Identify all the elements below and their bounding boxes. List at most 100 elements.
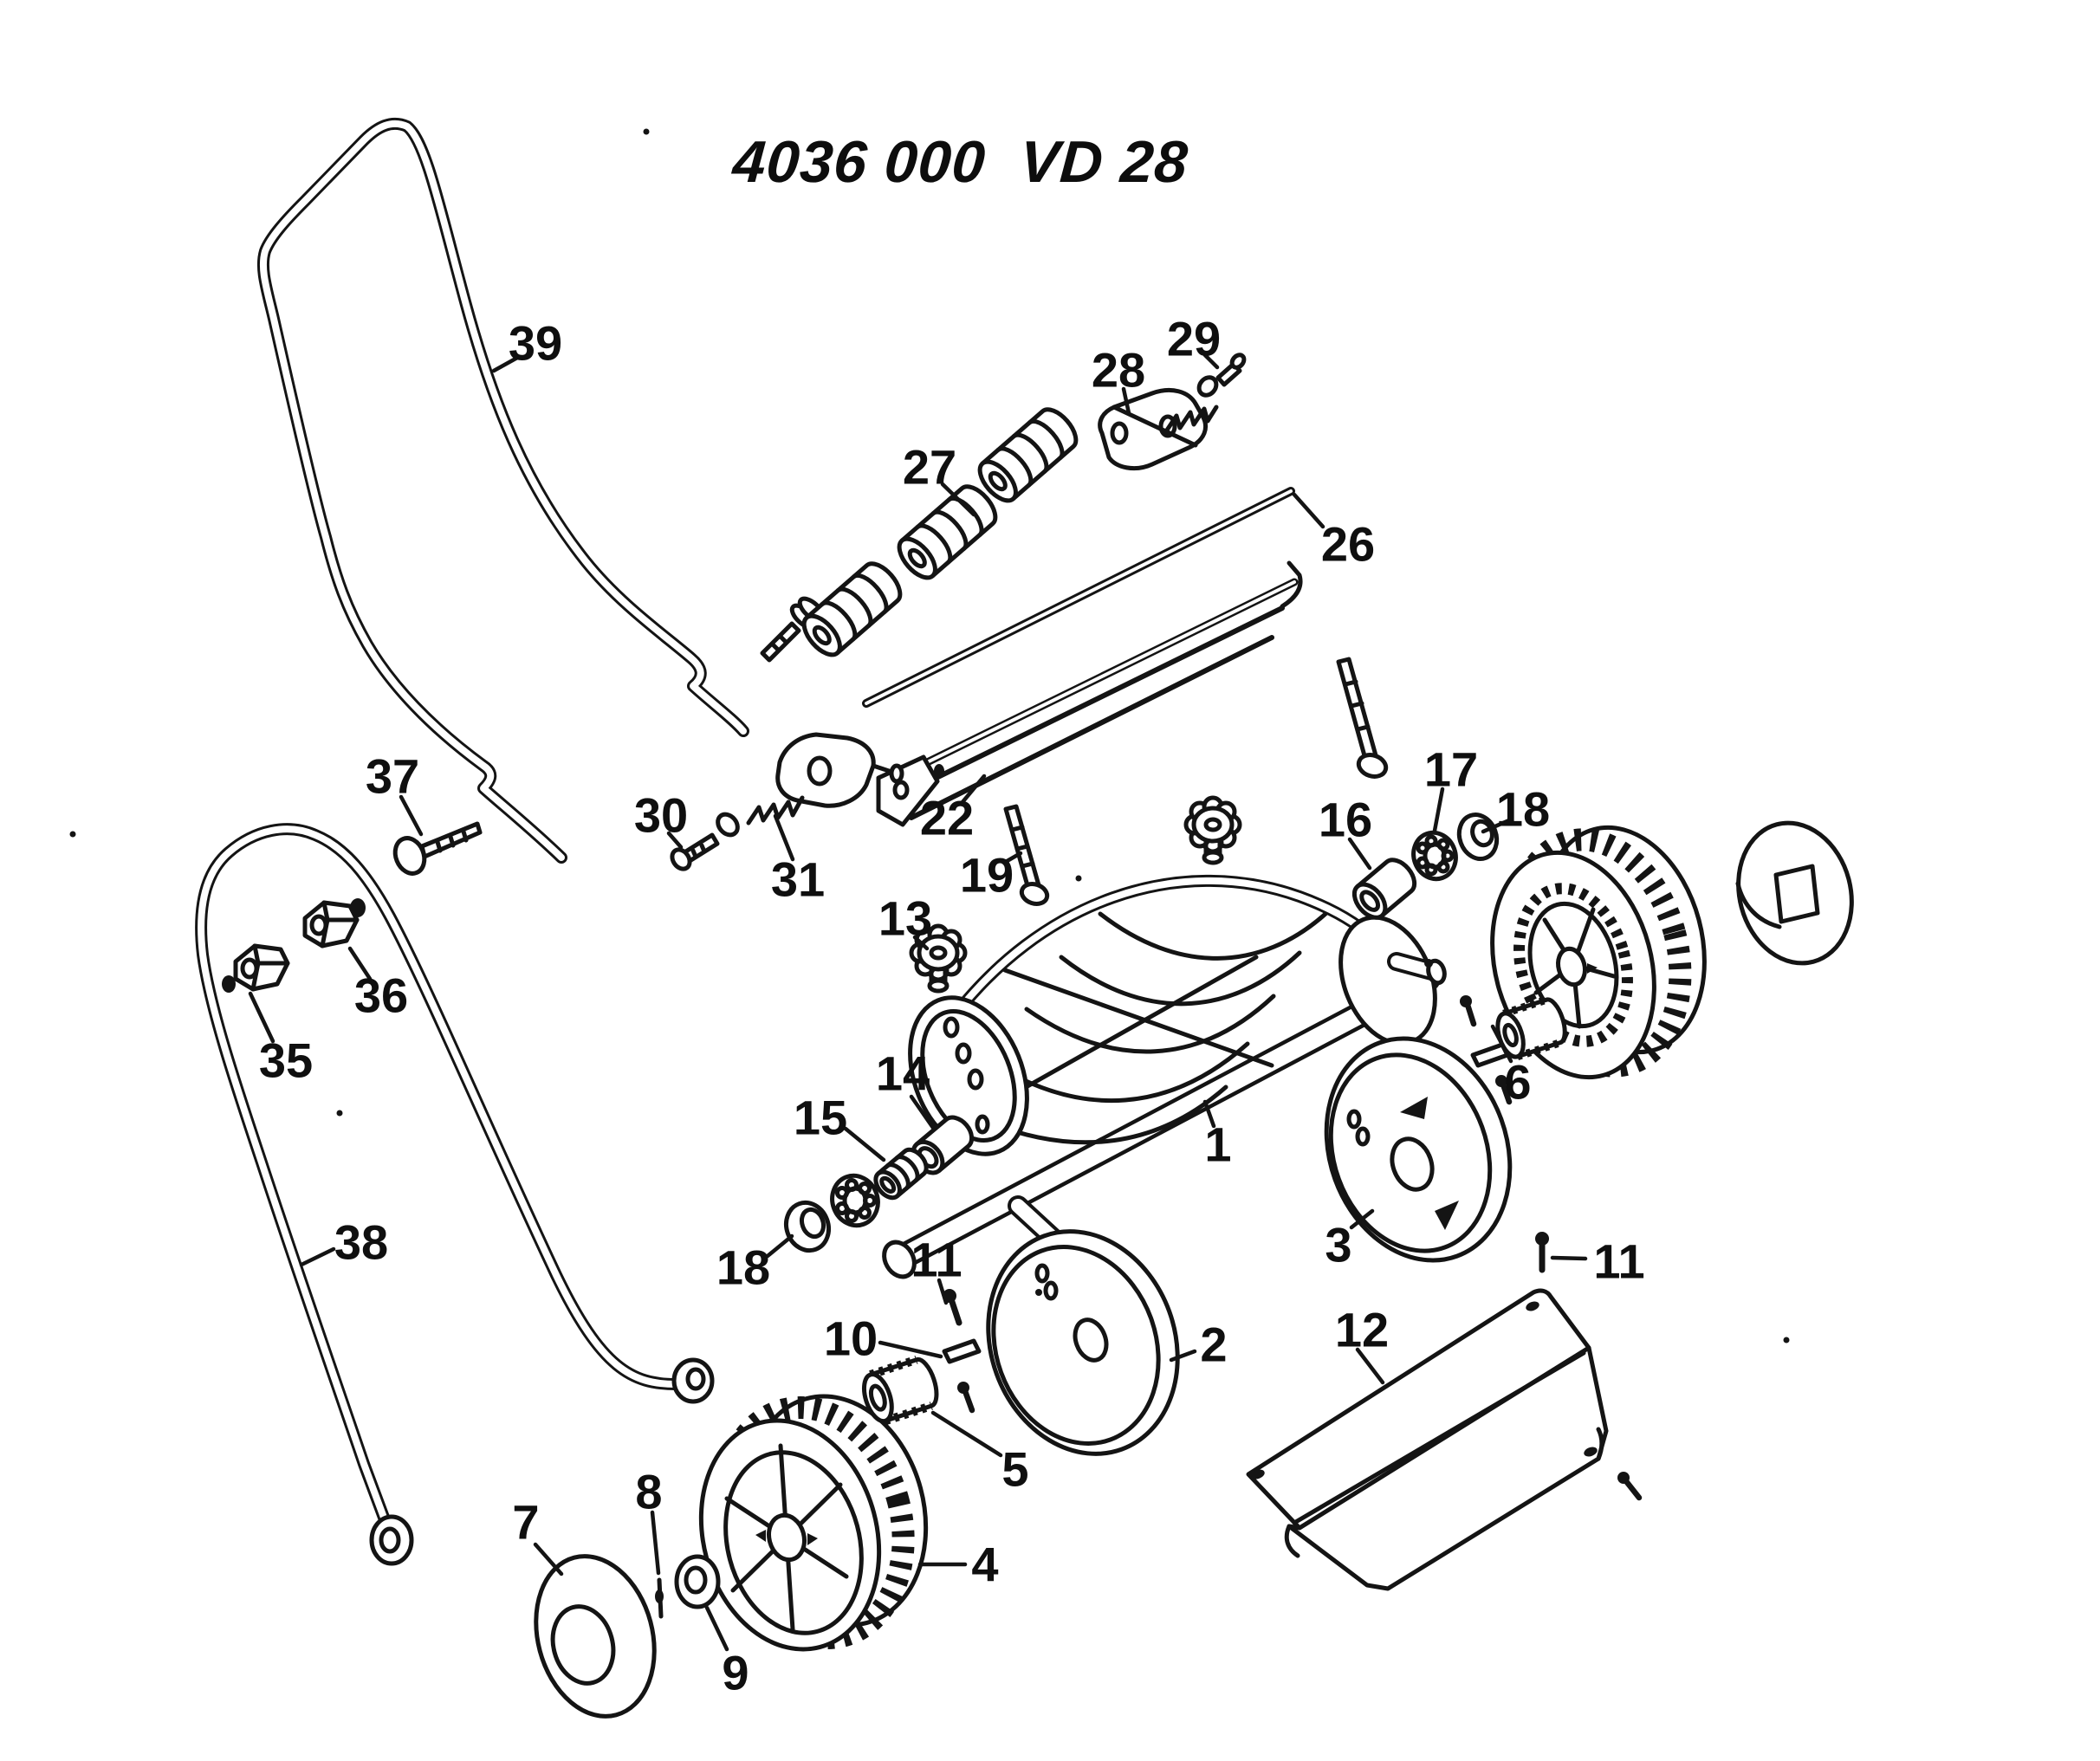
leader-line-22: [960, 774, 987, 805]
part-label-28: 28: [1092, 343, 1145, 398]
latch-arm: [1098, 388, 1208, 471]
part-label-36: 36: [354, 968, 408, 1023]
ribbed-bushing: [873, 1147, 929, 1201]
leader-line-31: [773, 813, 795, 862]
part-label-11b: 11: [1593, 1234, 1644, 1289]
part-label-12: 12: [1335, 1303, 1389, 1357]
bearing-cup: [783, 1200, 832, 1253]
part-label-38: 38: [334, 1215, 388, 1270]
leader-line-1: [1202, 1099, 1216, 1129]
cutter-bar: [876, 560, 1303, 827]
part-label-22: 22: [920, 791, 974, 845]
wing-knob: [909, 923, 968, 994]
leader-line-15: [843, 1126, 886, 1162]
part-label-29: 29: [1167, 312, 1221, 366]
hub-cap-left: [534, 1554, 657, 1719]
leader-line-2: [1169, 1349, 1197, 1363]
hub-washer: [674, 1554, 721, 1609]
leader-line-14: [909, 1094, 936, 1130]
scan-speck: [1075, 875, 1082, 882]
leader-line-18a: [1481, 818, 1512, 834]
spacer-bushing: [1351, 858, 1417, 920]
wing-knob: [1183, 795, 1242, 865]
leader-line-8: [650, 1510, 661, 1576]
ball-bearing: [1411, 830, 1458, 882]
part-label-30: 30: [634, 788, 688, 843]
part-label-11a: 11: [911, 1233, 962, 1287]
part-label-8: 8: [635, 1465, 662, 1519]
set-screw: [957, 1382, 975, 1414]
part-label-13: 13: [878, 891, 932, 946]
leader-line-28: [1121, 386, 1131, 416]
leader-line-7: [533, 1542, 564, 1576]
part-label-31: 31: [771, 852, 825, 907]
hub-cap-right: [1735, 820, 1854, 966]
leader-line-35: [248, 991, 275, 1044]
lower-handle: [195, 823, 715, 1566]
set-screw: [1460, 995, 1477, 1027]
leader-line-30: [666, 831, 684, 850]
clamp-screw: [350, 898, 366, 917]
axle-bolt: [1003, 804, 1050, 906]
part-label-37: 37: [366, 749, 419, 804]
latch-bracket: [775, 732, 904, 808]
part-label-2: 2: [1200, 1318, 1227, 1372]
leader-line-27: [940, 482, 976, 517]
roller-segment: [897, 484, 998, 580]
leader-line-18b: [765, 1233, 794, 1259]
latch-spring-small: [1163, 405, 1219, 434]
part-label-10: 10: [824, 1311, 878, 1366]
pinion-left: [861, 1355, 939, 1426]
latch-bolt: [670, 832, 720, 871]
roller-segment: [801, 561, 903, 657]
scan-speck: [69, 831, 76, 838]
leader-line-17: [1432, 787, 1445, 833]
part-label-17: 17: [1424, 742, 1478, 797]
spring-sleeve: [716, 812, 740, 838]
leader-line-29: [1202, 353, 1220, 370]
part-label-26: 26: [1321, 517, 1375, 572]
leader-line-39: [491, 355, 520, 373]
leader-line-36: [347, 946, 373, 981]
set-screw: [1535, 1232, 1549, 1273]
roller-segment: [977, 407, 1079, 503]
hub-pin: [655, 1577, 664, 1619]
leader-line-9: [704, 1605, 729, 1652]
leader-line-10: [878, 1340, 943, 1359]
leader-line-19: [1001, 851, 1023, 865]
part-label-5: 5: [1001, 1442, 1028, 1497]
clamp-screw: [222, 975, 236, 993]
part-label-27: 27: [903, 440, 956, 495]
leader-line-5: [930, 1410, 1003, 1458]
handle-clamp-upper: [302, 898, 366, 948]
drawing-number: 4036 000 VD 28: [730, 129, 1191, 195]
wheel-left: [698, 1394, 929, 1652]
spacer-bushing: [911, 1115, 975, 1175]
leader-line-13: [912, 935, 930, 951]
scan-speck: [643, 128, 650, 135]
part-label-4: 4: [971, 1538, 998, 1592]
ball-bearing: [830, 1173, 880, 1228]
part-label-18a: 18: [1496, 782, 1550, 837]
upper-handle: [256, 117, 749, 864]
leader-line-37: [399, 794, 424, 837]
part-label-9: 9: [722, 1646, 749, 1700]
side-disc-left: [986, 1229, 1180, 1456]
scan-speck: [336, 1110, 343, 1117]
leader-line-11b: [1550, 1255, 1588, 1261]
scan-speck: [1783, 1337, 1790, 1343]
part-label-7: 7: [512, 1495, 539, 1550]
axle-bolt: [1336, 657, 1389, 779]
handle-clamp-lower: [222, 943, 290, 993]
part-label-1: 1: [1204, 1117, 1231, 1172]
part-label-16: 16: [1319, 793, 1372, 847]
part-label-19: 19: [960, 848, 1014, 903]
part-label-3: 3: [1325, 1218, 1351, 1272]
handle-end-tab: [369, 1514, 414, 1566]
deflector-plate: [1246, 1288, 1609, 1591]
leader-line-11a: [937, 1278, 949, 1305]
wheel-gear-ring: [1513, 883, 1633, 1047]
latch-pin: [1196, 353, 1247, 398]
part-label-14: 14: [876, 1046, 930, 1101]
